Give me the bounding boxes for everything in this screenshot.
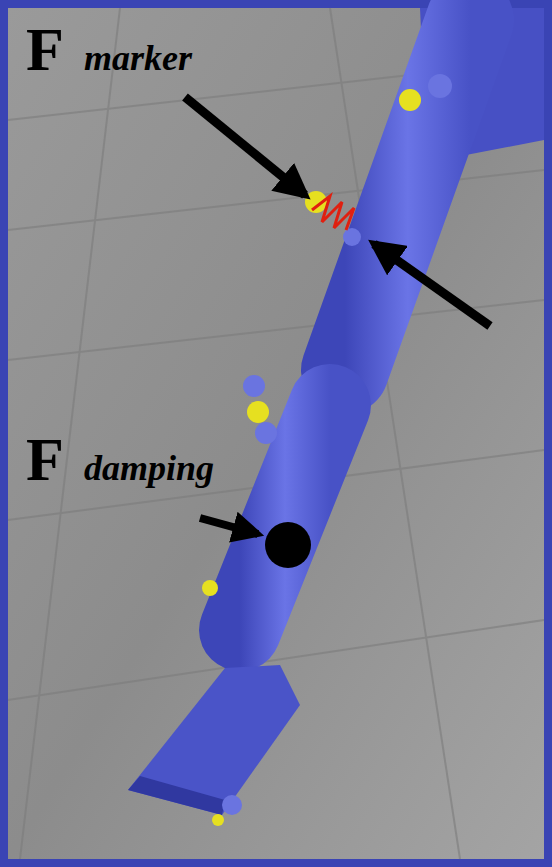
foot-side (128, 776, 225, 815)
floor (8, 8, 544, 859)
damping-arrow (200, 518, 258, 534)
shank (240, 405, 330, 630)
marker-arrow (374, 244, 490, 326)
force-symbol: F (26, 18, 64, 80)
marker-arrow (185, 97, 305, 195)
markers (202, 74, 452, 826)
spring-symbol (312, 196, 354, 230)
floor-tiles (8, 8, 544, 859)
damping-point (265, 522, 311, 568)
thigh (345, 20, 470, 370)
foot (128, 665, 300, 815)
force-symbol: F (26, 428, 64, 490)
force-subscript: marker (84, 40, 192, 76)
force-subscript: damping (84, 450, 214, 486)
